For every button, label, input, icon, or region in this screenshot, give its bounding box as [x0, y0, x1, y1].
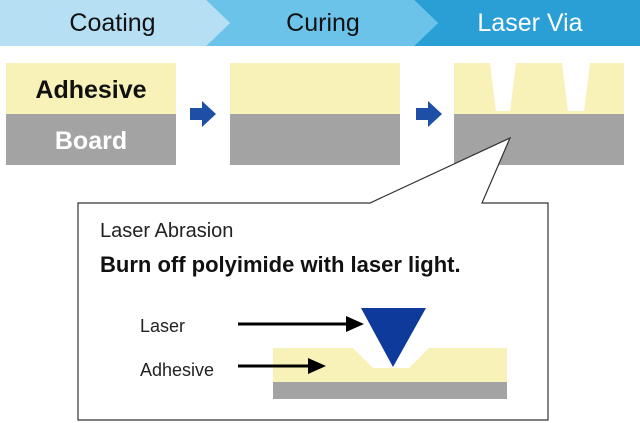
- step-coating-label: Coating: [69, 9, 156, 37]
- stage-laser-via-adhesive: [454, 63, 624, 114]
- callout-title: Laser Abrasion: [100, 220, 234, 242]
- stage-curing-adhesive: [230, 63, 400, 114]
- laser-pointer-arrow-icon: [238, 316, 364, 332]
- detail-board: [273, 382, 507, 399]
- stage-coating-adhesive: [6, 63, 176, 114]
- step-curing-chevron: [206, 0, 438, 46]
- step-laser-via-chevron: [414, 0, 640, 46]
- flow-arrow-1-icon: [190, 101, 216, 127]
- step-coating-chevron: [0, 0, 230, 46]
- stage-coating-board: [6, 114, 176, 165]
- step-laser-via-label: Laser Via: [477, 9, 583, 37]
- callout-description: Burn off polyimide with laser light.: [100, 252, 461, 277]
- process-steps-banner: [0, 0, 640, 46]
- laser-label: Laser: [140, 316, 186, 336]
- board-layer-label: Board: [54, 127, 128, 155]
- stage-curing-board: [230, 114, 400, 165]
- detail-adhesive: [273, 348, 507, 382]
- adhesive-label: Adhesive: [140, 360, 215, 380]
- step-curing-label: Curing: [286, 9, 360, 37]
- adhesive-pointer-arrow-icon: [238, 358, 326, 374]
- laser-beam-icon: [361, 308, 426, 367]
- flow-arrow-2-icon: [416, 101, 442, 127]
- adhesive-layer-label: Adhesive: [35, 76, 147, 104]
